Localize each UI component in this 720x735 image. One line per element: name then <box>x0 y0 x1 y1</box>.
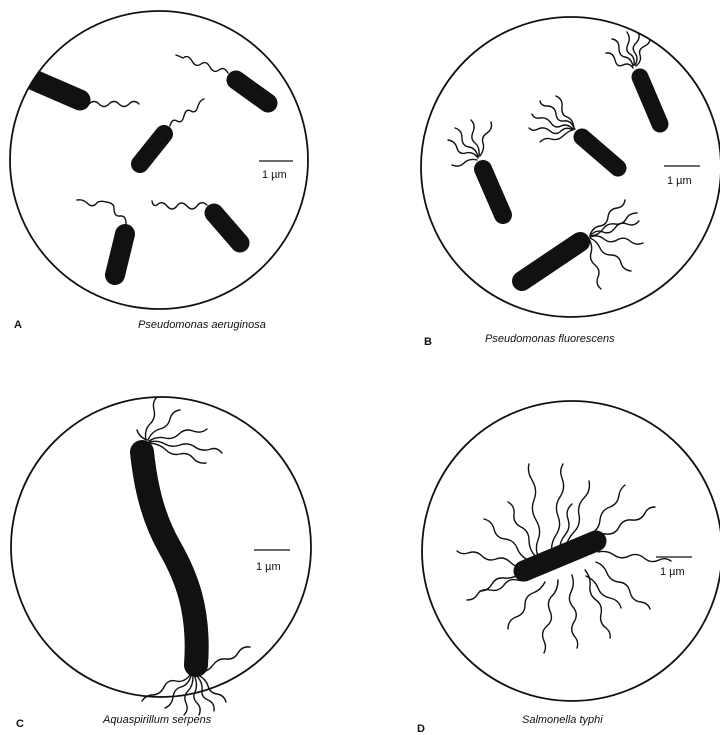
scale-label: 1 µm <box>262 169 287 181</box>
flagella-tuft <box>529 96 575 142</box>
field-of-view-circle <box>10 11 308 309</box>
flagella-tuft <box>448 120 492 166</box>
panel-a-cells <box>20 55 268 275</box>
flagella-tuft <box>606 32 650 68</box>
scale-label: 1 µm <box>256 561 281 573</box>
flagellum <box>152 201 207 209</box>
species-name: Pseudomonas fluorescens <box>485 333 615 345</box>
flagellum <box>89 102 139 107</box>
bacterium-cell <box>140 134 164 164</box>
flagella-tuft <box>589 200 643 289</box>
panel-c: 1 µm C Aquaspirillum serpens <box>11 397 311 730</box>
scale-label: 1 µm <box>660 566 685 578</box>
flagellum <box>77 200 126 224</box>
bacterium-cell <box>522 242 580 281</box>
scale-label: 1 µm <box>667 175 692 187</box>
bacterium-cell <box>142 452 197 665</box>
bacterium-cell <box>640 77 660 124</box>
flagellum <box>176 55 228 73</box>
panel-letter: B <box>424 336 432 348</box>
panel-letter: D <box>417 723 425 735</box>
field-of-view-circle <box>421 17 720 317</box>
bacterium-cell <box>115 234 125 275</box>
panel-letter: A <box>14 319 22 331</box>
species-name: Salmonella typhi <box>522 714 603 726</box>
bacterium-cell <box>524 541 596 571</box>
bacterium-cell <box>483 169 503 215</box>
bacterium-cell <box>582 137 618 168</box>
bacterium-cell <box>214 213 240 243</box>
bacterium-cell <box>236 80 268 103</box>
panel-a: 1 µm A Pseudomonas aeruginosa <box>10 11 308 331</box>
species-name: Aquaspirillum serpens <box>102 714 212 726</box>
species-name: Pseudomonas aeruginosa <box>138 319 266 331</box>
panel-b: 1 µm B Pseudomonas fluorescens <box>421 17 720 348</box>
flagellum <box>170 99 204 126</box>
panel-d: 1 µm D Salmonella typhi <box>417 401 720 735</box>
panel-b-cells <box>448 32 660 289</box>
panel-letter: C <box>16 718 24 730</box>
